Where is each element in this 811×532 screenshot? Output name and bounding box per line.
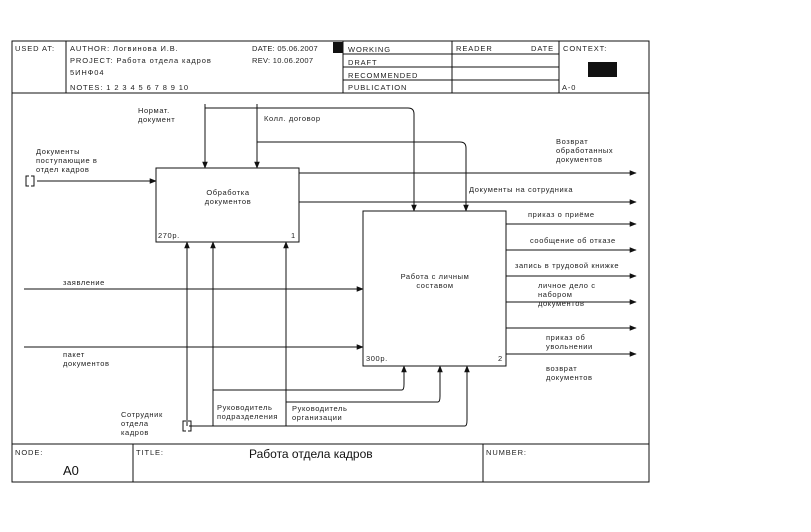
working-marker	[333, 42, 343, 53]
node-value: A0	[63, 463, 79, 478]
status-publication: PUBLICATION	[348, 83, 408, 92]
label-soobsh: сообщение об отказе	[530, 236, 616, 245]
project-label: PROJECT: Работа отдела кадров	[70, 56, 212, 65]
diagram-frame	[11, 40, 650, 483]
context-label: CONTEXT:	[563, 44, 608, 53]
title-label: TITLE:	[136, 448, 164, 457]
status-draft: DRAFT	[348, 58, 378, 67]
label-zapis: запись в трудовой книжке	[515, 261, 620, 270]
arrow-koll-box2	[257, 141, 469, 212]
label-vozvrat: возврат документов	[546, 364, 593, 382]
node-label: NODE:	[15, 448, 44, 457]
label-prikaz-priem: приказ о приёме	[528, 210, 595, 219]
arrow-ruk-org	[189, 365, 470, 427]
status-working: WORKING	[348, 45, 391, 54]
date2-label: DATE	[531, 44, 555, 53]
box1-title: Обработка документов	[204, 188, 252, 206]
reader-label: READER	[456, 44, 493, 53]
box2-cost: 300р.	[366, 354, 388, 363]
label-koll: Колл. договор	[264, 114, 321, 123]
context-box	[588, 62, 617, 77]
box1-cost: 270р.	[158, 231, 180, 240]
label-zayav: заявление	[63, 278, 105, 287]
label-docs-in: Документы поступающие в отдел кадров	[36, 147, 98, 174]
label-ruk-org: Руководитель организации	[292, 404, 348, 422]
label-sotrudnik: Сотрудник отдела кадров	[121, 410, 163, 437]
date-label: DATE: 05.06.2007	[252, 44, 318, 53]
rev-label: REV: 10.06.2007	[252, 56, 314, 65]
notes-label: NOTES: 1 2 3 4 5 6 7 8 9 10	[70, 83, 189, 92]
project-code: 5ИНФ04	[70, 68, 105, 77]
label-docs-sotr: Документы на сотрудника	[469, 185, 574, 194]
label-paket: пакет документов	[63, 350, 110, 368]
box-1	[155, 167, 300, 243]
label-lichnoe: личное дело с набором документов	[538, 281, 596, 308]
diagram-title: Работа отдела кадров	[249, 447, 373, 461]
number-label: NUMBER:	[486, 448, 527, 457]
label-normat: Нормат. документ	[138, 106, 176, 124]
context-id: A-0	[562, 83, 577, 92]
label-prikaz-uvol: приказ об увольнении	[546, 333, 593, 351]
box1-number: 1	[291, 231, 296, 240]
box2-title: Работа с личным составом	[400, 272, 470, 290]
box-2	[362, 210, 507, 367]
status-recommended: RECOMMENDED	[348, 71, 419, 80]
arrow-ruk-podr	[213, 365, 407, 391]
used-at-label: USED AT:	[15, 44, 55, 53]
box2-number: 2	[498, 354, 503, 363]
arrow-normat-box2	[205, 107, 417, 212]
author-label: AUTHOR: Логвинова И.В.	[70, 44, 179, 53]
label-vozvrat-obr: Возврат обработанных документов	[556, 137, 614, 164]
label-ruk-podr: Руководитель подразделения	[217, 403, 279, 421]
